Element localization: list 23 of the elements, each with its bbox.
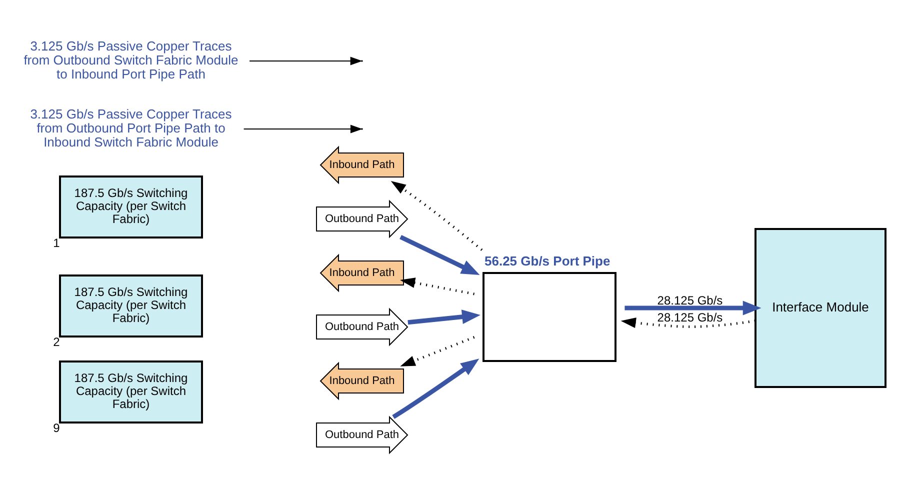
node-text: 3.125 Gb/s Passive Copper Traces from Outbound Port Pipe Path to Inbound Switch Fabric Module (30, 106, 232, 149)
arrow (243, 124, 362, 133)
arrow (249, 56, 362, 65)
node-box: 187.5 Gb/s Switching Capacity (per Switch Fabric) (59, 175, 203, 238)
arrow (400, 234, 480, 275)
arrow (620, 317, 756, 328)
arrow (400, 336, 475, 366)
edge-label: 28.125 Gb/s (657, 310, 723, 324)
node-label: 2 (53, 334, 60, 349)
arrow (392, 358, 480, 418)
arrow (400, 277, 474, 295)
edge-label: 28.125 Gb/s (657, 293, 723, 308)
node-box: 187.5 Gb/s Switching Capacity (per Switch Fabric) (59, 274, 203, 337)
node-box: Interface Module (754, 228, 886, 388)
node-box (482, 272, 616, 362)
node-box: 187.5 Gb/s Switching Capacity (per Switch Fabric) (59, 360, 203, 423)
arrow (408, 309, 480, 324)
node-label: 9 (53, 420, 60, 435)
arrow (624, 300, 762, 315)
node-label: 56.25 Gb/s Port Pipe (484, 252, 610, 268)
node-text: 3.125 Gb/s Passive Copper Traces from Outbound Switch Fabric Module to Inbound Port Pipe Path (24, 38, 238, 81)
arrow (390, 180, 483, 250)
node-label: 1 (53, 236, 60, 250)
